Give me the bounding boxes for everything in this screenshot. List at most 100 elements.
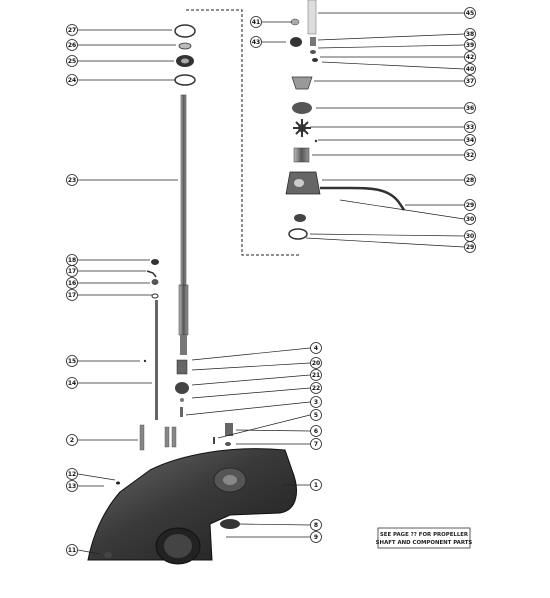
callout-number-38: 38 [466,31,474,38]
callout-number-3: 3 [314,399,318,406]
callout-number-8: 8 [314,522,318,529]
callout-number-26: 26 [68,42,76,49]
callout-circle-32 [464,149,476,161]
callout-circle-8 [310,519,322,531]
leader-line-30 [339,199,465,220]
callout-number-34: 34 [466,137,474,144]
callout-number-41: 41 [252,19,260,26]
callout-number-6: 6 [314,428,318,435]
callout-number-12: 12 [68,471,76,478]
callout-circle-1 [310,479,322,491]
callout-circle-29 [464,199,476,211]
callout-circle-45 [464,7,476,19]
assembly-dashed-line [186,9,299,256]
shift-small-parts [143,259,159,363]
leader-line-29 [305,237,465,248]
leader-line-12 [77,473,116,481]
callout-number-9: 9 [314,534,318,541]
callout-number-33: 33 [466,124,474,131]
callout-circle-41 [250,16,262,28]
callout-circle-5 [310,409,322,421]
callout-circle-33 [464,121,476,133]
callout-circle-36 [464,102,476,114]
leader-line-20 [191,362,311,371]
callout-circle-6 [310,425,322,437]
top-seal-parts [174,24,196,86]
callout-circle-34 [464,134,476,146]
callout-circle-40 [464,63,476,75]
callout-circle-3 [310,396,322,408]
callout-number-39: 39 [466,42,474,49]
callout-circle-16 [66,277,78,289]
leader-line-4 [191,347,311,361]
leader-line-22 [191,387,311,399]
pinion-parts [139,359,233,451]
callout-number-27: 27 [68,27,76,34]
callout-number-5: 5 [314,412,318,419]
callout-number-2: 2 [70,437,74,444]
callout-number-42: 42 [466,54,474,61]
callout-circle-30 [464,213,476,225]
callout-number-37: 37 [466,78,474,85]
leader-line-5 [217,414,311,439]
note-line-2: SHAFT AND COMPONENT PARTS [376,540,473,546]
callout-circle-23 [66,174,78,186]
leader-line-21 [191,374,311,386]
callout-number-21: 21 [312,372,320,379]
callout-number-30: 30 [466,233,474,240]
gear-housing [87,448,297,565]
leader-line-11 [77,549,101,555]
callout-number-28: 28 [466,177,474,184]
callout-number-1: 1 [314,482,318,489]
callout-circle-20 [310,357,322,369]
note-box: SEE PAGE ?? FOR PROPELLER SHAFT AND COMP… [376,527,473,549]
callout-circle-17 [66,289,78,301]
callout-circle-28 [464,174,476,186]
callout-number-30: 30 [466,216,474,223]
callout-number-29: 29 [466,244,474,251]
callout-circle-2 [66,434,78,446]
callout-circle-21 [310,369,322,381]
leader-line-40 [321,61,465,70]
callout-labels: 2726252423181716171514212131114202122356… [66,7,476,556]
note-line-1: SEE PAGE ?? FOR PROPELLER [380,532,469,538]
callout-circle-43 [250,36,262,48]
callout-number-4: 4 [314,345,318,352]
callout-circle-24 [66,74,78,86]
callout-circle-22 [310,382,322,394]
callout-circle-9 [310,531,322,543]
callout-circle-11 [66,544,78,556]
callout-number-15: 15 [68,358,76,365]
callout-circle-42 [464,51,476,63]
callout-circle-14 [66,377,78,389]
drive-shaft [178,94,189,355]
callout-circle-7 [310,438,322,450]
callout-number-36: 36 [466,105,474,112]
callout-circle-4 [310,342,322,354]
callout-circle-27 [66,24,78,36]
callout-number-25: 25 [68,58,76,65]
callout-number-43: 43 [252,39,260,46]
callout-number-45: 45 [466,10,474,17]
leader-lines [77,12,465,555]
callout-number-29: 29 [466,202,474,209]
leader-line-6 [235,429,311,432]
callout-number-32: 32 [466,152,474,159]
callout-number-16: 16 [68,280,76,287]
leader-line-39 [317,44,465,49]
callout-number-24: 24 [68,77,76,84]
shift-shaft [155,300,158,420]
leader-line-38 [317,33,465,41]
callout-number-11: 11 [68,547,76,554]
callout-number-20: 20 [312,360,320,367]
callout-number-17: 17 [68,268,76,275]
callout-circle-39 [464,39,476,51]
callout-number-13: 13 [68,483,76,490]
callout-circle-26 [66,39,78,51]
callout-circle-29 [464,241,476,253]
callout-number-22: 22 [312,385,320,392]
callout-number-18: 18 [68,257,76,264]
water-pump-parts [285,0,406,240]
callout-number-17: 17 [68,292,76,299]
